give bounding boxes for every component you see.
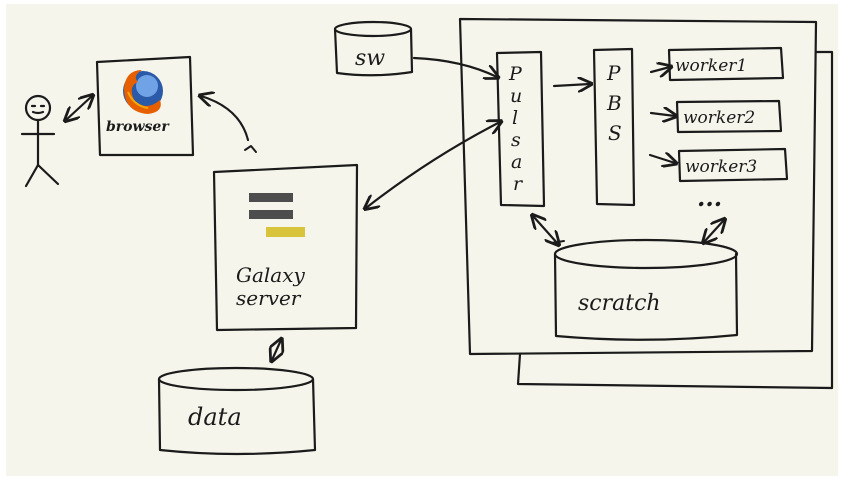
pulsar-letter: r: [513, 173, 524, 195]
galaxy-server-box: [212, 163, 359, 332]
firefox-logo-icon: [123, 70, 163, 114]
sw-cylinder: [333, 20, 414, 77]
sw-label: sw: [355, 46, 385, 71]
arrow-workers-scratch: [704, 220, 724, 242]
worker1-box: [667, 46, 785, 82]
pulsar-letter: a: [511, 151, 522, 173]
cluster-box-back: [516, 50, 834, 390]
arrow-pbs-worker1: [649, 67, 670, 72]
pulsar-letter: P: [508, 63, 523, 85]
pulsar-letter: u: [510, 85, 522, 107]
galaxy-label-line1: Galaxy: [236, 263, 306, 287]
worker3-label: worker3: [685, 157, 757, 177]
arrow-pulsar-pbs: [552, 84, 590, 86]
worker2-label: worker2: [683, 108, 755, 128]
worker1-label: worker1: [675, 56, 747, 76]
pbs-letter: B: [606, 91, 622, 115]
data-label: data: [188, 403, 242, 431]
arrow-pbs-worker3: [648, 155, 675, 163]
workers-ellipsis: ...: [697, 183, 722, 212]
worker2-box: [675, 99, 783, 134]
data-cylinder: [157, 366, 317, 456]
arrow-galaxy-pulsar: [366, 122, 500, 208]
pbs-letter: P: [606, 61, 621, 85]
galaxy-logo-icon: [249, 193, 305, 237]
galaxy-label-line2: server: [236, 286, 302, 310]
pulsar-letter: s: [511, 129, 521, 151]
scratch-cylinder: [553, 238, 739, 341]
arrow-galaxy-data: [272, 340, 281, 360]
arrow-user-browser: [66, 96, 92, 120]
browser-label: browser: [106, 119, 170, 135]
browser-box: [95, 55, 195, 157]
cluster-box: [458, 17, 818, 356]
pbs-letter: S: [608, 121, 622, 145]
arrow-galaxy-browser: [201, 96, 250, 142]
scratch-label: scratch: [578, 291, 661, 316]
arrow-pbs-worker2: [649, 113, 675, 116]
arrow-pulsar-scratch: [533, 216, 558, 244]
pbs-box: [592, 47, 636, 207]
stick-figure-icon: [20, 94, 60, 188]
pulsar-letter: l: [512, 107, 518, 129]
pulsar-box: [495, 50, 546, 208]
arrow-sw-pulsar: [412, 56, 497, 77]
worker3-box: [677, 147, 789, 183]
